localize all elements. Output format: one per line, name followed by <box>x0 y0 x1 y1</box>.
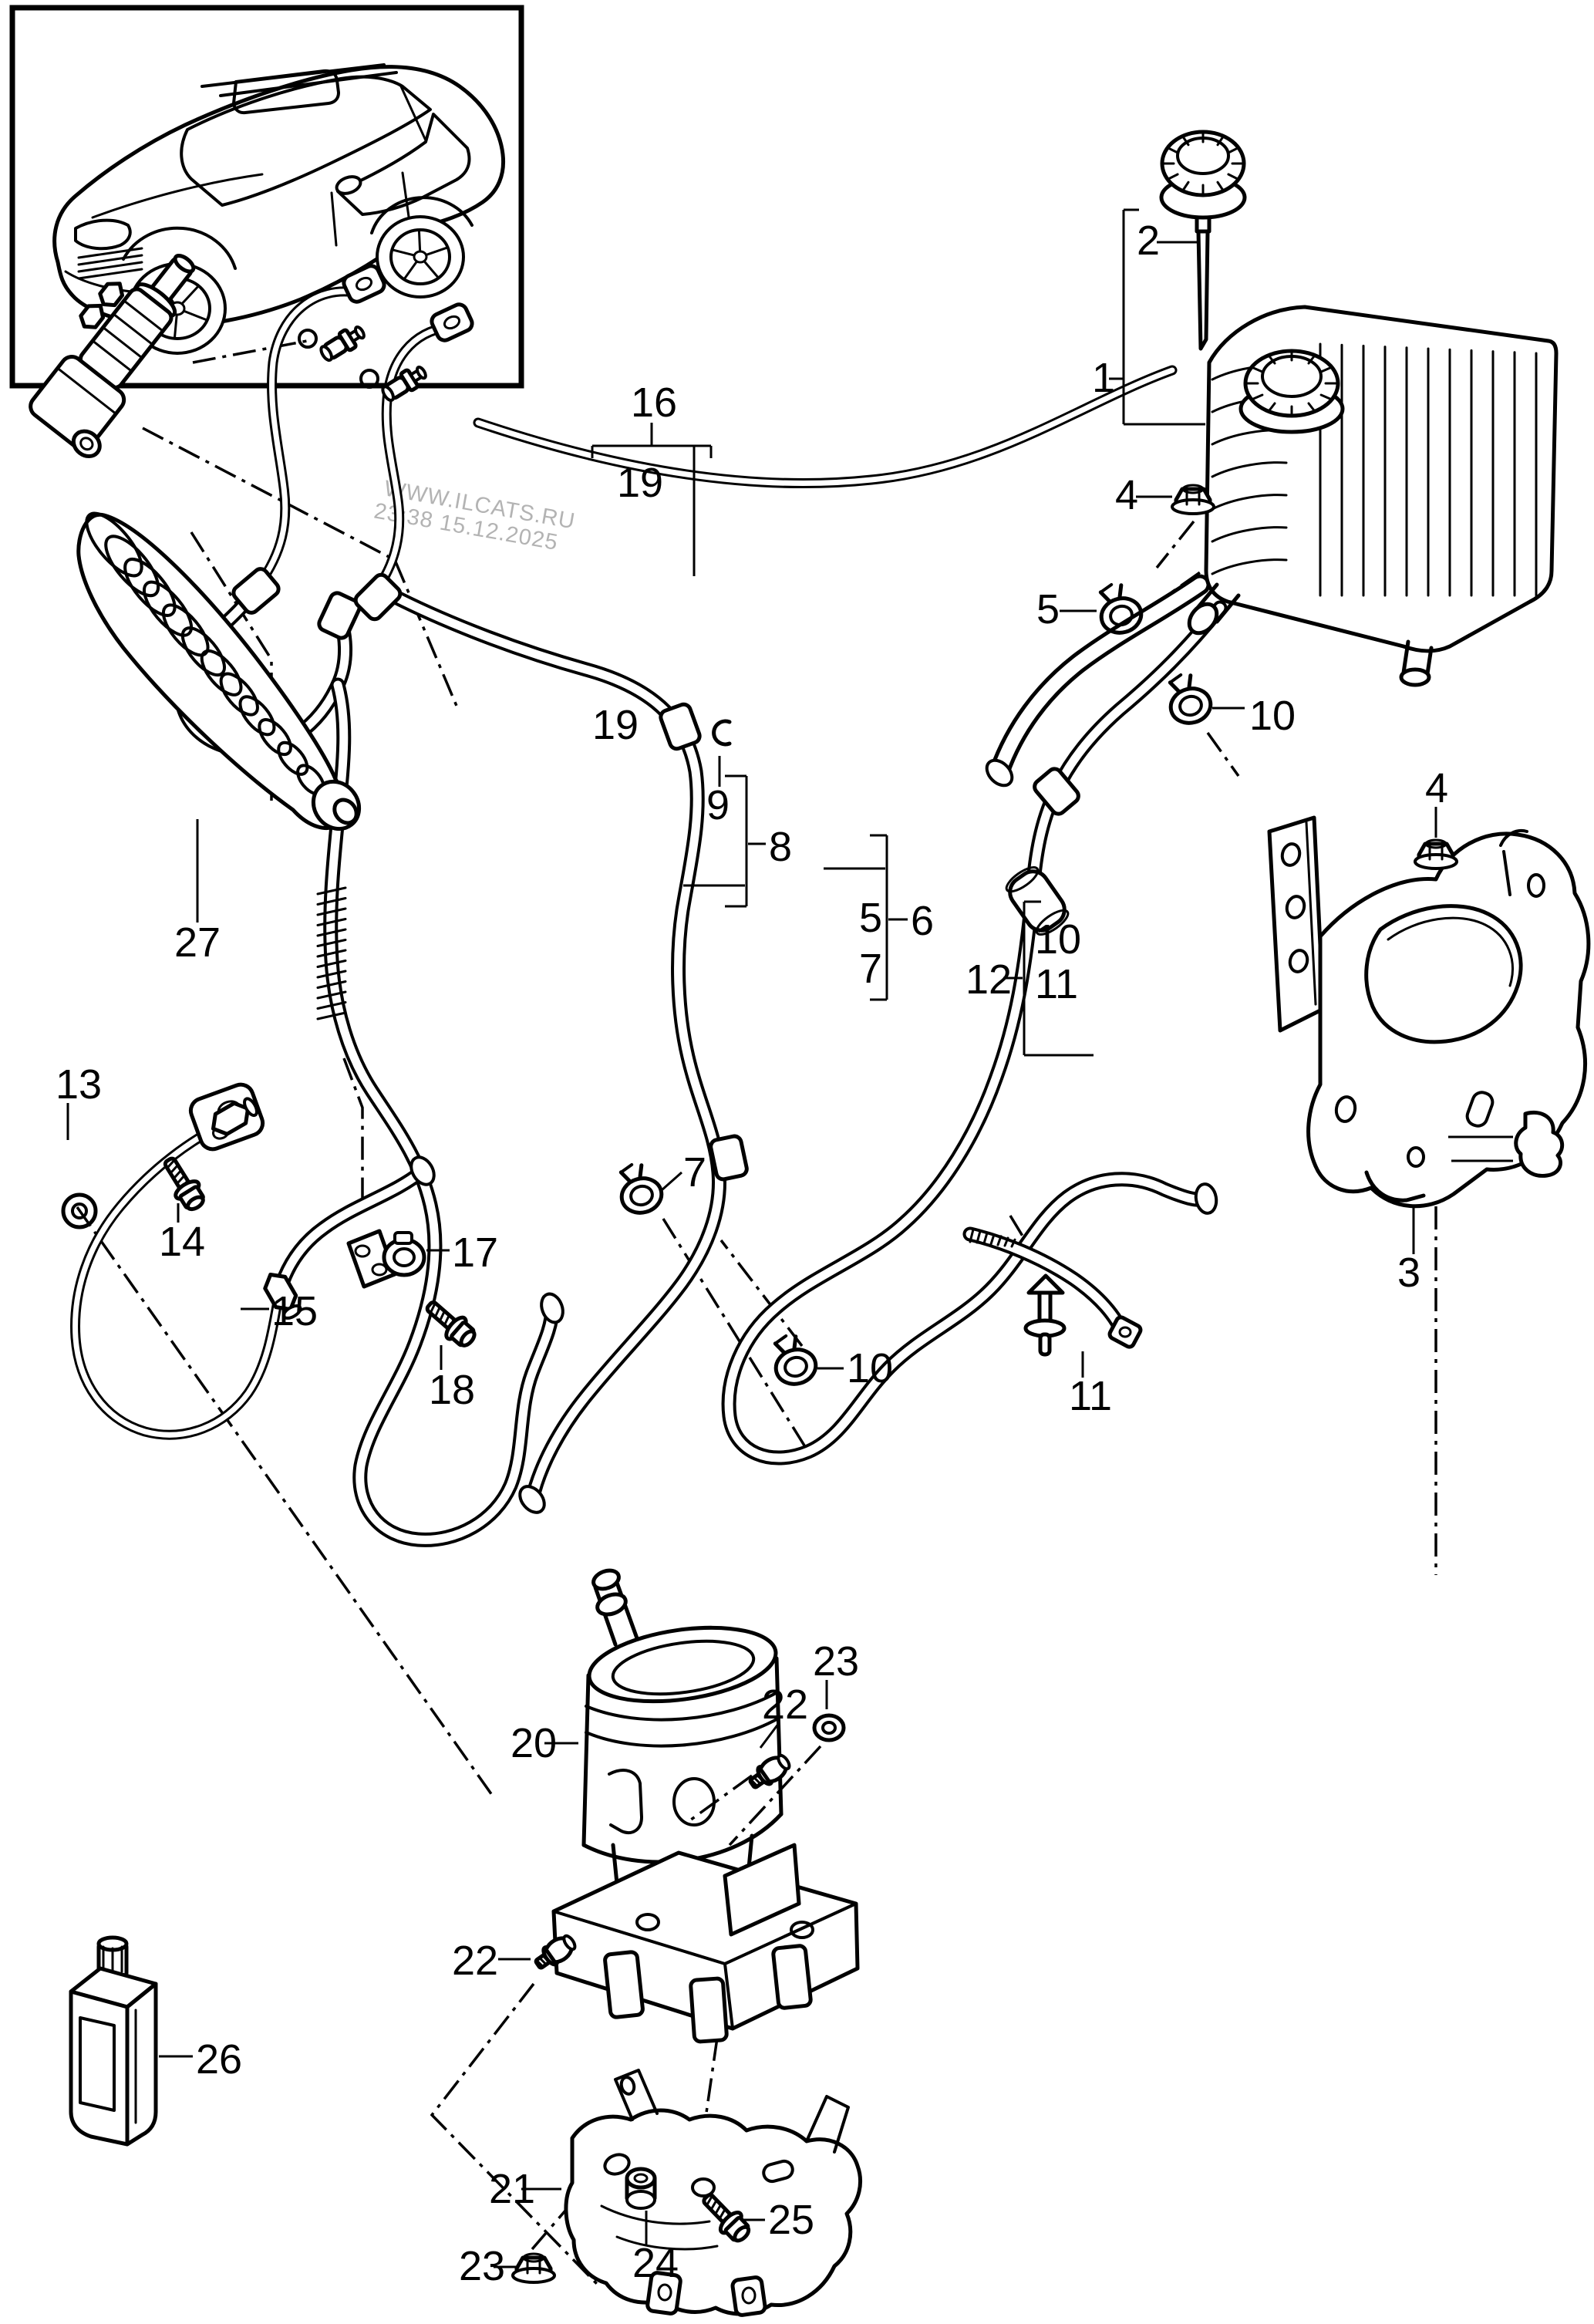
bolt <box>702 2193 751 2243</box>
callout-27: 27 <box>174 919 221 966</box>
callout-10b: 10 <box>1035 916 1081 963</box>
callout-5a: 5 <box>1036 586 1060 632</box>
callout-19b: 19 <box>592 702 639 748</box>
stud <box>748 1753 791 1789</box>
cap-2-with-dipstick <box>1159 130 1247 351</box>
callout-17: 17 <box>452 1229 498 1276</box>
callout-22a: 22 <box>762 1681 808 1728</box>
callout-7b: 7 <box>683 1149 706 1196</box>
washer <box>812 1713 846 1742</box>
pipe-eyelet <box>342 264 386 304</box>
callout-9: 9 <box>706 782 730 828</box>
callout-16: 16 <box>631 379 677 426</box>
callout-21: 21 <box>489 2166 535 2212</box>
oil-bottle-26 <box>69 1935 158 2147</box>
callout-25: 25 <box>768 2197 814 2243</box>
callout-8: 8 <box>769 824 792 870</box>
dipstick <box>1196 229 1210 351</box>
callout-7a: 7 <box>859 946 882 992</box>
grommet-24 <box>625 2167 657 2210</box>
flange-nut <box>511 2252 556 2284</box>
callout-6: 6 <box>911 898 934 944</box>
callout-10a: 10 <box>1249 693 1296 739</box>
small-parts <box>61 325 1458 2284</box>
callout-23a: 23 <box>813 1638 859 1685</box>
hose-clamp <box>1168 673 1213 725</box>
hose-clamp <box>618 1162 664 1215</box>
steering-rack-27 <box>29 254 362 831</box>
car-rear-wheel <box>376 215 465 299</box>
union-fitting-19 <box>381 365 427 403</box>
callout-5b: 5 <box>859 895 882 941</box>
bracket-21 <box>564 2069 862 2317</box>
reservoir-filler-cap <box>1238 349 1345 434</box>
car-mirror <box>335 175 362 195</box>
union-fitting-19 <box>319 325 366 363</box>
flange-nut <box>1414 838 1458 870</box>
bolt <box>425 1300 477 1348</box>
hose-clamp <box>1098 582 1144 635</box>
cable-tie-11 <box>962 1226 1143 1357</box>
hex-union <box>211 1097 258 1136</box>
pump-feet <box>603 1944 813 2044</box>
callout-12: 12 <box>965 956 1012 1003</box>
callout-23b: 23 <box>459 2243 505 2289</box>
car-headlight <box>74 218 132 251</box>
callout-19a: 19 <box>617 460 663 506</box>
callout-4b: 4 <box>1425 765 1448 811</box>
bellows-ribs <box>85 511 325 796</box>
hex-union <box>263 1272 302 1320</box>
callout-24: 24 <box>632 2240 679 2286</box>
callout-3: 3 <box>1397 1250 1420 1296</box>
callout-22b: 22 <box>452 1938 498 1984</box>
bolt <box>163 1156 205 1212</box>
callout-15: 15 <box>271 1288 318 1334</box>
callout-26: 26 <box>196 2036 242 2083</box>
hose-clamp <box>773 1334 818 1386</box>
power-steering-pump-20 <box>551 1568 860 2044</box>
callout-10c: 10 <box>847 1345 893 1391</box>
retaining-clip <box>1514 1111 1565 1178</box>
callout-14: 14 <box>159 1219 205 1265</box>
callout-20: 20 <box>511 1720 557 1766</box>
callout-1: 1 <box>1092 355 1115 401</box>
callout-18: 18 <box>429 1367 475 1413</box>
construction-lines <box>76 339 1437 2286</box>
seal-ring-13 <box>61 1192 98 1229</box>
callout-2: 2 <box>1137 218 1160 264</box>
callout-4a: 4 <box>1115 472 1138 518</box>
callout-11a: 11 <box>1035 961 1078 1007</box>
part-callouts: 1619192145109857612101143271314151718710… <box>56 218 1448 2289</box>
rack-bellows <box>76 512 349 831</box>
bottle-label <box>79 2016 116 2112</box>
callout-13: 13 <box>56 1061 102 1108</box>
e-ring-9 <box>712 719 732 747</box>
clamp-bracket-17 <box>346 1229 426 1289</box>
bracket-3 <box>1267 815 1591 1209</box>
seal-ring <box>298 329 318 349</box>
flange-nut <box>1171 484 1215 515</box>
stud <box>534 1934 577 1970</box>
car-grille <box>77 247 143 280</box>
reservoir-1 <box>1187 305 1559 687</box>
pipe-eyelet <box>430 302 474 342</box>
reservoir-ribs <box>1319 342 1538 597</box>
callout-11b: 11 <box>1069 1373 1112 1419</box>
seal-ring <box>359 369 379 389</box>
leader-lines <box>66 208 1437 2268</box>
